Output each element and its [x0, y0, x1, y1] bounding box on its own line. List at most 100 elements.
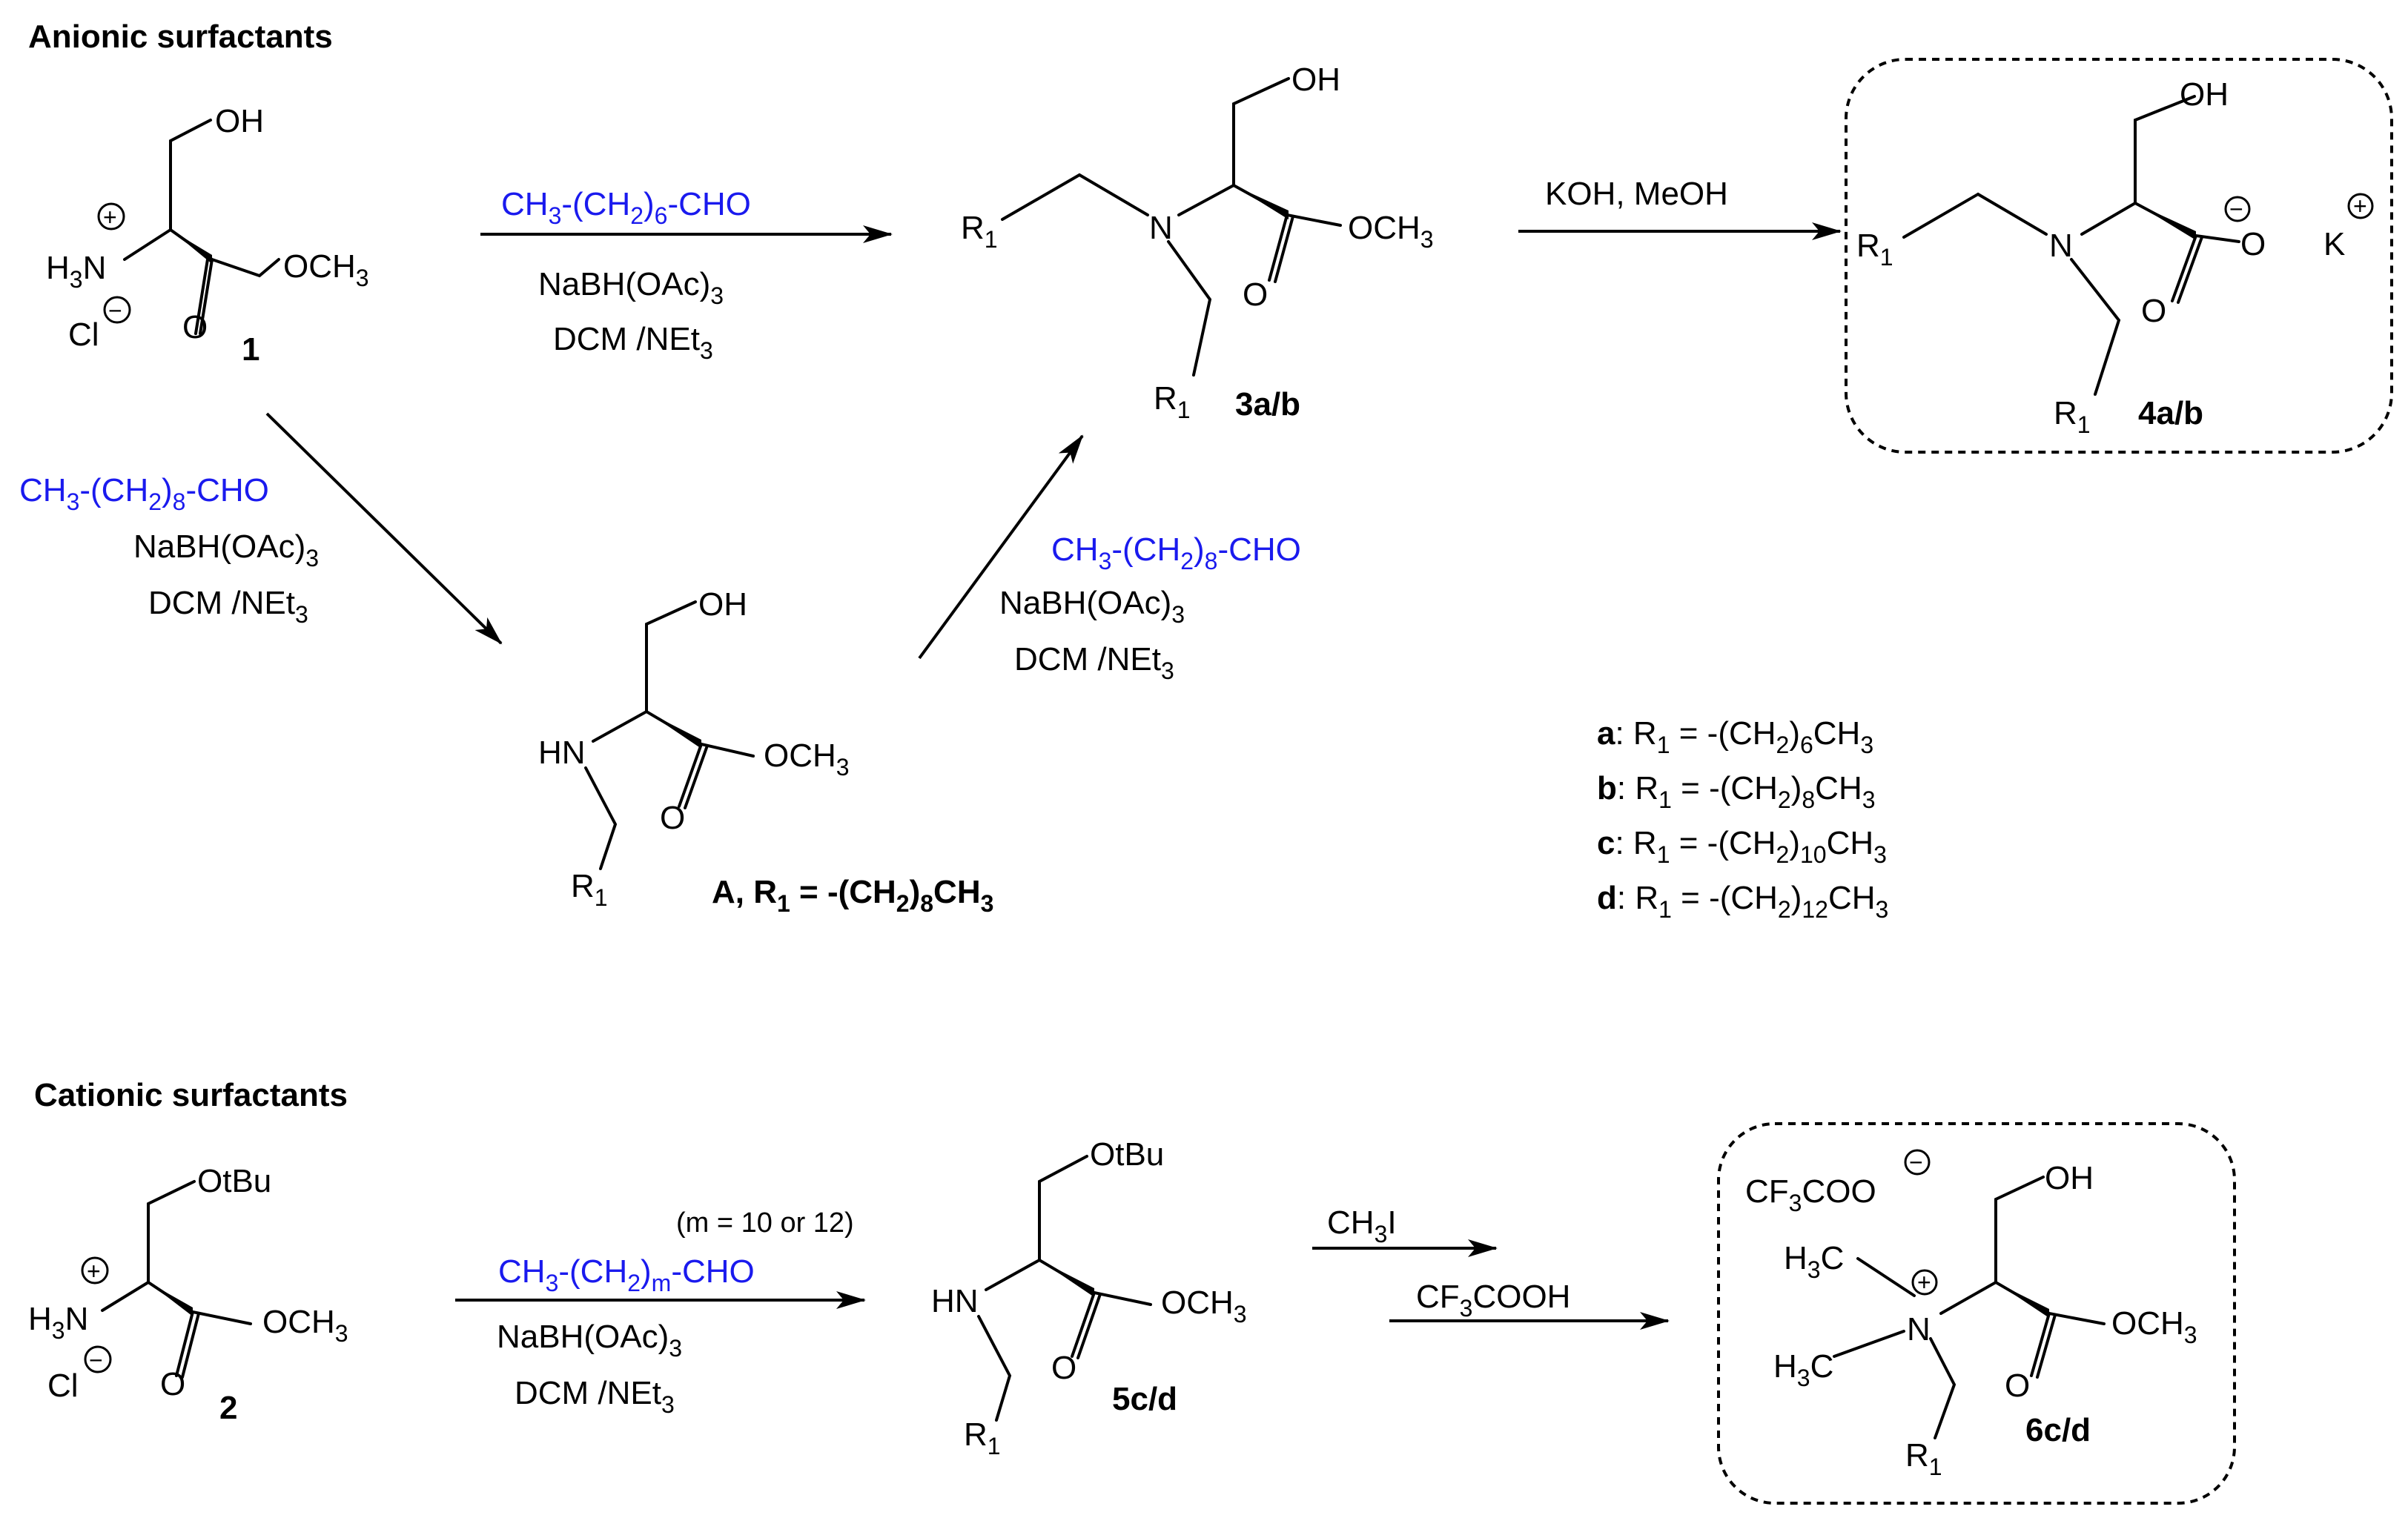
negative-charge-icon: [84, 1345, 112, 1373]
anionic-section-title: Anionic surfactants: [28, 19, 333, 55]
secondary-amine-label: HN: [538, 735, 586, 771]
decanal-reagent: CH3-(CH2)8-CHO: [19, 472, 269, 515]
wedge-bond: [171, 230, 212, 264]
r1-label: R1: [1905, 1437, 1942, 1480]
nabh-reagent: NaBH(OAc)3: [497, 1319, 682, 1362]
legend-item-c: c: R1 = -(CH2)10CH3: [1597, 825, 1887, 868]
ammonium-label: H3N: [46, 250, 106, 293]
r1-label: R1: [2054, 395, 2091, 438]
r1-label: R1: [1856, 228, 1893, 271]
positive-charge-icon: [1911, 1269, 1938, 1296]
nabh-reagent: NaBH(OAc)3: [999, 585, 1185, 628]
positive-charge-icon: [2347, 193, 2374, 219]
aldehyde-m-reagent: CH3-(CH2)m-CHO: [498, 1253, 755, 1296]
svg-text:−: −: [108, 297, 122, 324]
methoxy-label: OCH3: [1161, 1285, 1247, 1328]
wedge-bond: [1234, 185, 1289, 219]
negative-charge-icon: [1904, 1149, 1931, 1176]
hydroxyl-label: OH: [698, 586, 747, 623]
methoxy-label: OCH3: [262, 1304, 348, 1347]
compound-5cd-label: 5c/d: [1112, 1381, 1177, 1417]
wedge-bond: [1039, 1260, 1094, 1297]
wedge-bond: [1996, 1282, 2049, 1318]
carboxylate-oxygen: O: [2240, 226, 2266, 262]
compound-4ab-label: 4a/b: [2138, 395, 2203, 431]
hydroxyl-label: OH: [1291, 62, 1340, 98]
trifluoroacetate-label: CF3COO: [1745, 1173, 1876, 1216]
amine-n-label: N: [2049, 228, 2073, 264]
nabh-reagent: NaBH(OAc)3: [538, 266, 724, 309]
methoxy-label: OCH3: [1348, 210, 1434, 253]
compound-3ab-label: 3a/b: [1235, 386, 1300, 422]
positive-charge-icon: [97, 202, 125, 231]
legend-item-b: b: R1 = -(CH2)8CH3: [1597, 770, 1876, 813]
hydroxyl-label: OH: [215, 103, 264, 139]
compound-4ab: OH R1 N O O − K + R1 4a/b: [1856, 76, 2374, 438]
negative-charge-icon: [103, 296, 131, 324]
compound-1: OH H3N + Cl − O OCH3 1: [46, 103, 369, 368]
methoxy-label: OCH3: [283, 248, 369, 291]
compound-6cd: CF3COO − OH H3C H3C N + O OCH3 R1 6c/d: [1745, 1149, 2197, 1480]
wedge-bond: [148, 1282, 193, 1316]
carbonyl-oxygen: O: [2005, 1368, 2030, 1404]
methyl-label: H3C: [1773, 1348, 1833, 1391]
nabh-reagent: NaBH(OAc)3: [133, 528, 319, 571]
dcm-reagent: DCM /NEt3: [1014, 641, 1174, 684]
compound-5cd: OtBu HN O OCH3 R1 5c/d: [931, 1136, 1247, 1459]
secondary-amine-label: HN: [931, 1283, 979, 1319]
chloride-label: Cl: [47, 1368, 79, 1404]
carbonyl-oxygen: O: [660, 800, 685, 836]
cationic-section-title: Cationic surfactants: [34, 1077, 348, 1113]
amine-n-label: N: [1149, 210, 1173, 246]
methyl-label: H3C: [1784, 1240, 1844, 1283]
octanal-reagent: CH3-(CH2)6-CHO: [501, 186, 751, 229]
negative-charge-icon: [2224, 196, 2251, 222]
reaction-arrow: [265, 412, 503, 645]
svg-text:+: +: [1917, 1269, 1931, 1296]
reaction-arrow: [918, 434, 1084, 660]
tfa-reagent: CF3COOH: [1416, 1279, 1570, 1322]
potassium-label: K: [2323, 226, 2345, 262]
reagents-step-1-to-A: CH3-(CH2)8-CHO NaBH(OAc)3 DCM /NEt3: [19, 472, 319, 628]
compound-6cd-label: 6c/d: [2025, 1412, 2091, 1448]
reagents-step-1: CH3-(CH2)6-CHO NaBH(OAc)3 DCM /NEt3: [501, 186, 751, 364]
chloride-label: Cl: [68, 316, 99, 353]
product-box-4ab: [1845, 58, 2393, 454]
reagents-step-A-to-3: CH3-(CH2)8-CHO NaBH(OAc)3 DCM /NEt3: [999, 531, 1301, 684]
tert-butoxy-label: OtBu: [1090, 1136, 1164, 1173]
r1-label: R1: [1154, 380, 1191, 423]
carbonyl-oxygen: O: [182, 309, 208, 345]
compound-A-label: A, R1 = -(CH2)8CH3: [712, 874, 993, 917]
r1-label: R1: [964, 1416, 1001, 1459]
carbonyl-oxygen: O: [160, 1366, 185, 1402]
r1-legend: a: R1 = -(CH2)6CH3 b: R1 = -(CH2)8CH3 c:…: [1597, 715, 1888, 923]
hydroxyl-label: OH: [2045, 1160, 2094, 1196]
carbonyl-oxygen: O: [1051, 1350, 1076, 1386]
positive-charge-icon: [81, 1256, 109, 1285]
hydroxyl-label: OH: [2180, 76, 2229, 113]
carbonyl-oxygen: O: [1243, 276, 1268, 313]
compound-2: OtBu H3N + Cl − O OCH3 2: [28, 1163, 348, 1426]
tert-butoxy-label: OtBu: [197, 1163, 271, 1199]
svg-text:−: −: [1909, 1149, 1923, 1176]
legend-item-a: a: R1 = -(CH2)6CH3: [1597, 715, 1873, 758]
wedge-bond: [2135, 203, 2196, 240]
decanal-reagent: CH3-(CH2)8-CHO: [1051, 531, 1301, 574]
koh-reagent: KOH, MeOH: [1545, 176, 1728, 212]
dcm-reagent: DCM /NEt3: [515, 1375, 675, 1418]
r1-label: R1: [961, 210, 998, 253]
reagents-step-2: (m = 10 or 12) CH3-(CH2)m-CHO NaBH(OAc)3…: [497, 1207, 854, 1418]
svg-text:+: +: [87, 1258, 101, 1285]
svg-text:−: −: [89, 1347, 103, 1373]
dcm-reagent: DCM /NEt3: [553, 321, 713, 364]
compound-A: OH HN O OCH3 R1 A, R1 = -(CH2)8CH3: [538, 586, 993, 917]
dcm-reagent: DCM /NEt3: [148, 585, 308, 628]
svg-text:−: −: [2229, 196, 2243, 222]
svg-text:+: +: [103, 204, 117, 231]
r1-label: R1: [571, 868, 608, 911]
wedge-bond: [646, 712, 701, 749]
ammonium-label: H3N: [28, 1301, 88, 1344]
methoxy-label: OCH3: [764, 738, 850, 780]
compound-2-label: 2: [219, 1390, 237, 1426]
